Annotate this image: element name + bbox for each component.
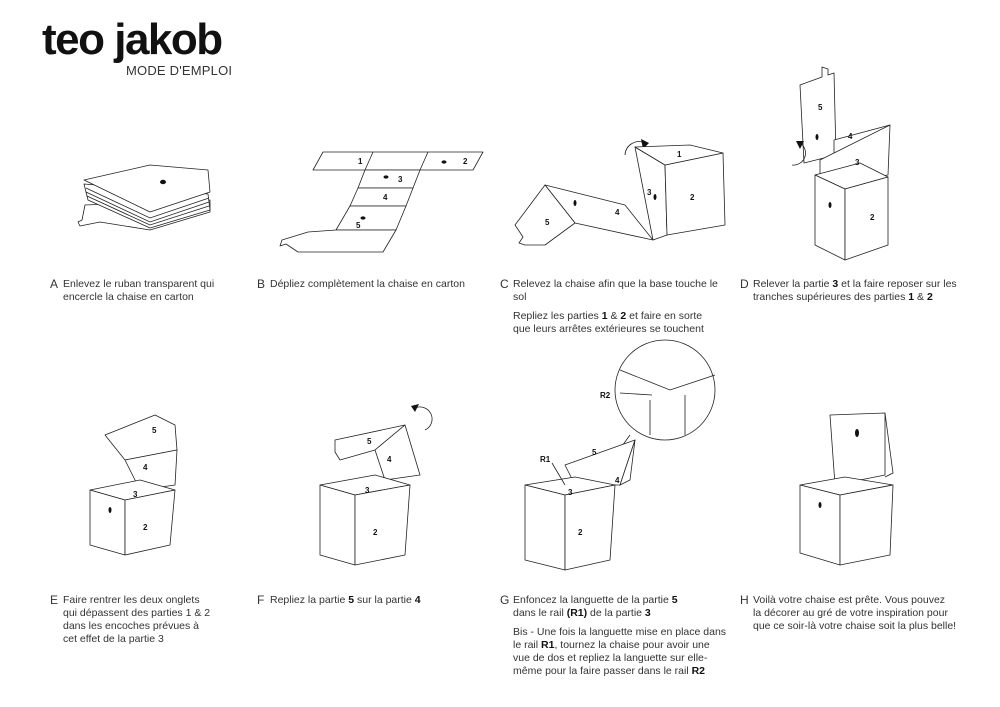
step-e-caption: E Faire rentrer les deux onglets qui dép… [50,593,211,646]
svg-text:2: 2 [373,528,378,537]
svg-text:1: 1 [677,150,682,159]
svg-text:3: 3 [647,188,652,197]
svg-text:2: 2 [870,213,875,222]
illustration-step-e: 5 4 3 2 [85,405,195,565]
svg-text:2: 2 [690,193,695,202]
rail-label-r1: R1 [540,455,551,464]
svg-text:4: 4 [387,455,392,464]
illustration-step-c: 5 4 3 2 1 [505,125,735,255]
part-label-1: 1 [358,157,363,166]
svg-text:4: 4 [615,208,620,217]
svg-text:5: 5 [818,103,823,112]
svg-text:3: 3 [855,158,860,167]
part-label-4: 4 [383,193,388,202]
svg-text:2: 2 [578,528,583,537]
step-g-caption: G Enfoncez la languette de la partie 5 d… [500,593,727,678]
illustration-step-g: R2 R1 5 4 3 2 [520,335,730,575]
svg-text:5: 5 [152,426,157,435]
step-a-caption: A Enlevez le ruban transparent qui encer… [50,277,215,304]
svg-text:4: 4 [615,476,620,485]
step-b-caption: B Dépliez complètement la chaise en cart… [257,277,465,291]
svg-text:2: 2 [143,523,148,532]
svg-text:5: 5 [592,448,597,457]
svg-text:4: 4 [143,463,148,472]
step-c-caption: C Relevez la chaise afin que la base tou… [500,277,718,336]
svg-text:5: 5 [545,218,550,227]
illustration-step-b: 1 2 3 4 5 [268,140,488,260]
illustration-step-f: 5 4 3 2 [315,400,455,570]
part-label-2: 2 [463,157,468,166]
part-label-5: 5 [356,221,361,230]
svg-text:3: 3 [568,488,573,497]
step-d-caption: D Relever la partie 3 et la faire repose… [740,277,957,304]
step-h-caption: H Voilà votre chaise est prête. Vous pou… [740,593,957,633]
svg-text:3: 3 [365,486,370,495]
illustration-step-a [70,160,230,240]
illustration-step-d: 5 4 3 2 [770,55,900,261]
rail-label-r2: R2 [600,391,611,400]
page-subtitle: MODE D'EMPLOI [126,63,233,78]
step-f-caption: F Repliez la partie 5 sur la partie 4 [257,593,421,607]
svg-text:4: 4 [848,132,853,141]
brand-logo: teo jakob [42,15,223,64]
illustration-step-h [795,405,915,570]
svg-text:5: 5 [367,437,372,446]
svg-text:3: 3 [133,490,138,499]
part-label-3: 3 [398,175,403,184]
